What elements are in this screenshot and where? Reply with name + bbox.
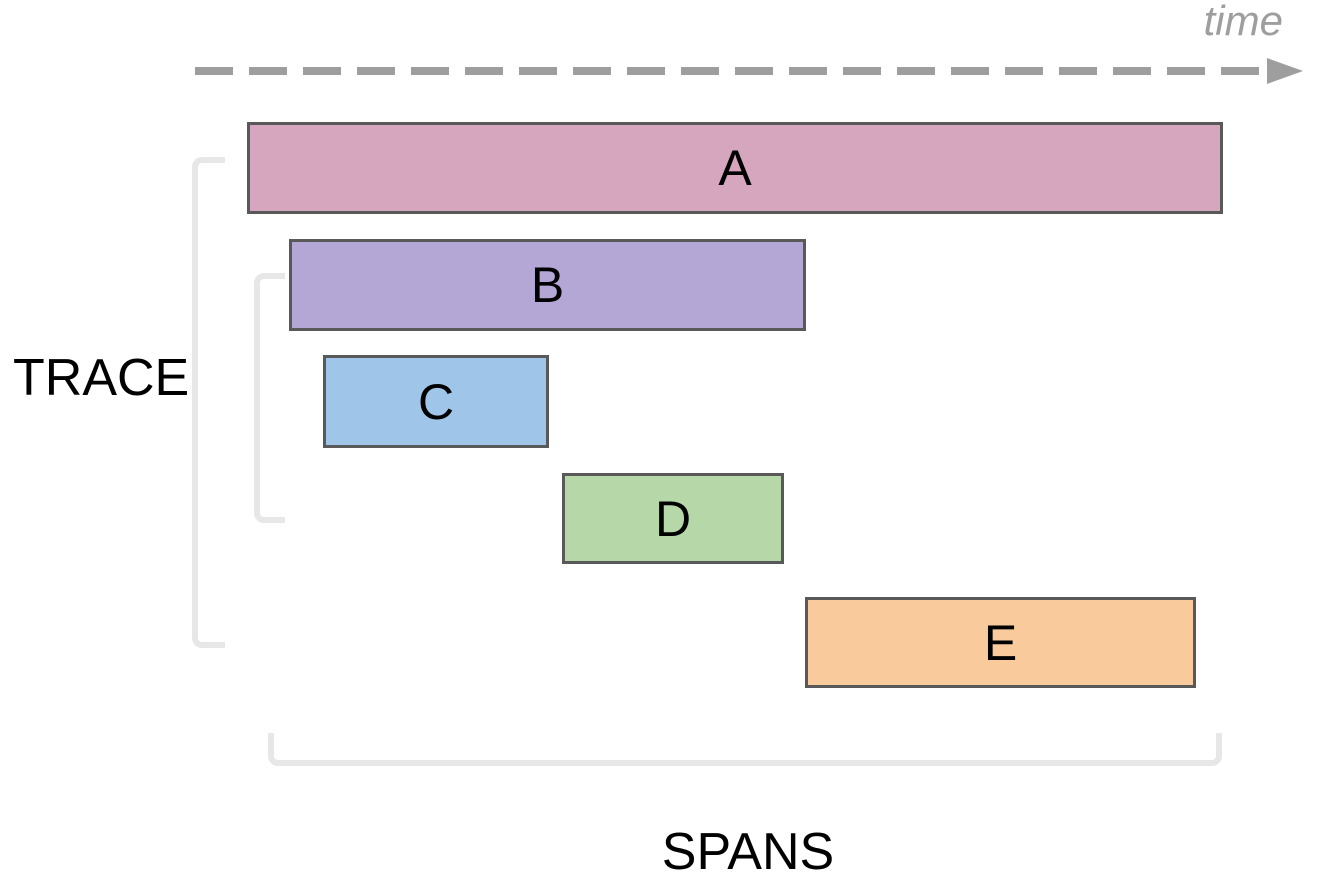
time-axis-arrowhead-icon [1267,58,1303,84]
span-bar-a: A [247,122,1223,214]
child-spans-bracket [254,273,285,523]
time-axis-label: time [1203,0,1283,44]
trace-bracket [192,157,225,648]
spans-label: SPANS [661,823,835,881]
spans-bracket [268,733,1222,766]
trace-label: TRACE [13,349,190,407]
span-bar-e: E [805,597,1196,688]
span-bar-c: C [323,355,549,448]
span-bar-b: B [289,239,806,331]
span-bar-d: D [562,473,784,564]
time-axis-dashed-line [195,67,1265,75]
